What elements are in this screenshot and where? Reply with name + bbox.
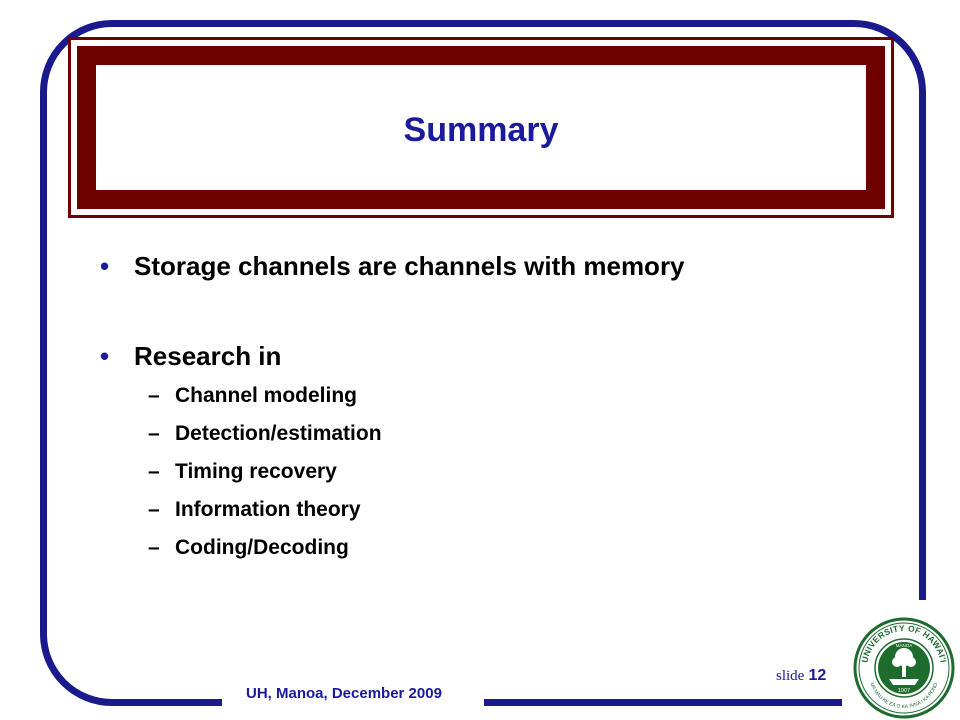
sub-bullet-text: Channel modeling: [175, 384, 358, 407]
sub-bullet-item: –Detection/estimation: [148, 420, 382, 448]
sub-bullet-text: Detection/estimation: [175, 422, 382, 445]
sub-bullet-dash: –: [148, 536, 160, 559]
seal-motto: MANOA: [896, 643, 913, 648]
slide-title: Summary: [403, 111, 559, 149]
slide-number-label: slide: [776, 668, 805, 684]
seal-tree-icon: [889, 648, 919, 685]
sub-bullet-dash: –: [148, 498, 160, 521]
footer-gap: [222, 684, 484, 708]
sub-bullet-dash: –: [148, 384, 160, 407]
bullet-item: • Storage channels are channels with memo…: [100, 248, 685, 284]
sub-bullet-dash: –: [148, 460, 160, 483]
sub-bullet-text: Timing recovery: [175, 460, 337, 483]
bullet-dot: •: [100, 251, 110, 281]
bullet-item: • Research in: [100, 338, 281, 374]
title-box-inner: [77, 46, 885, 209]
university-seal-logo: UNIVERSITY OF HAWAI'I UA MAU KE EA O KA …: [853, 617, 955, 719]
seal-year: 1907: [898, 688, 910, 694]
footer-text: UH, Manoa, December 2009: [246, 685, 442, 702]
title-box: [68, 37, 894, 218]
bullet-dot: •: [100, 341, 110, 371]
bullet-text: Research in: [134, 341, 282, 371]
sub-bullet-item: –Timing recovery: [148, 458, 337, 486]
sub-bullet-text: Coding/Decoding: [175, 536, 349, 559]
sub-bullet-item: –Information theory: [148, 496, 361, 524]
slide-number-value: 12: [808, 667, 827, 684]
sub-bullet-item: –Channel modeling: [148, 382, 357, 410]
bullet-text: Storage channels are channels with memor…: [134, 251, 685, 281]
sub-bullet-item: –Coding/Decoding: [148, 534, 349, 562]
sub-bullet-dash: –: [148, 422, 160, 445]
slide-number: slide 12: [776, 666, 826, 686]
sub-bullet-text: Information theory: [175, 498, 361, 521]
